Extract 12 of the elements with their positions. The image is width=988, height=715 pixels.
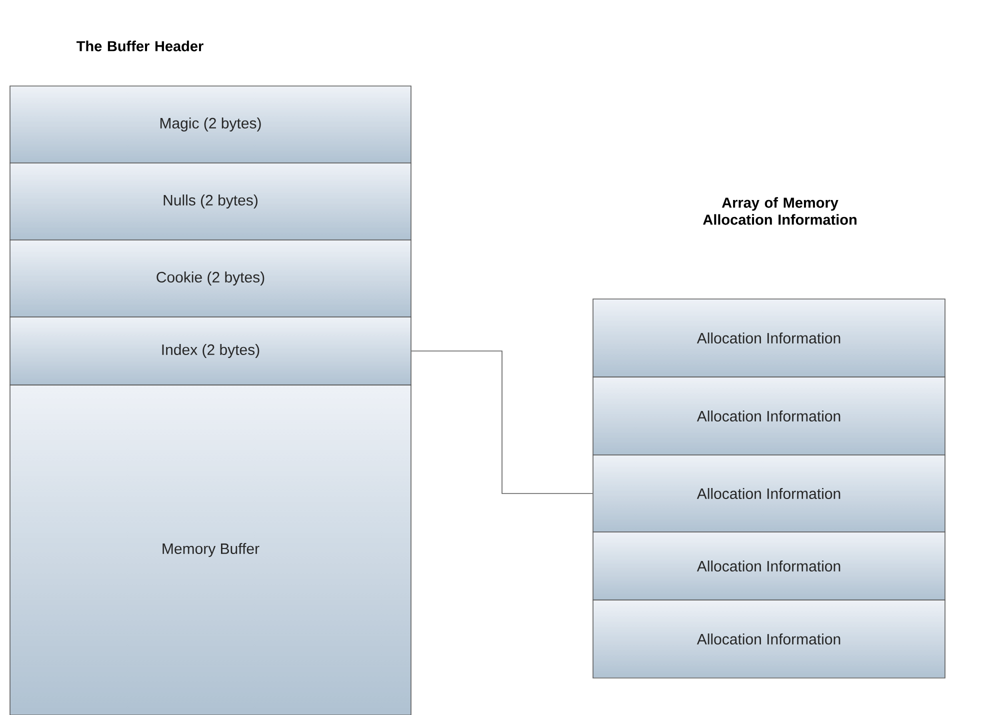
section-heading: Array of Memory Allocation Information bbox=[703, 197, 856, 225]
section-heading: The Buffer Header bbox=[76, 40, 204, 52]
memory-row: Nulls (2 bytes) bbox=[10, 162, 412, 240]
memory-row: Allocation Information bbox=[592, 600, 946, 678]
memory-row: Magic (2 bytes) bbox=[10, 86, 412, 164]
memory-row: Allocation Information bbox=[592, 454, 946, 532]
memory-row: Allocation Information bbox=[592, 298, 946, 378]
memory-row: Allocation Information bbox=[592, 376, 946, 456]
memory-row: Index (2 bytes) bbox=[10, 316, 412, 386]
connector-line bbox=[411, 350, 593, 494]
memory-row: Allocation Information bbox=[592, 532, 946, 600]
memory-row: Cookie (2 bytes) bbox=[10, 240, 412, 318]
